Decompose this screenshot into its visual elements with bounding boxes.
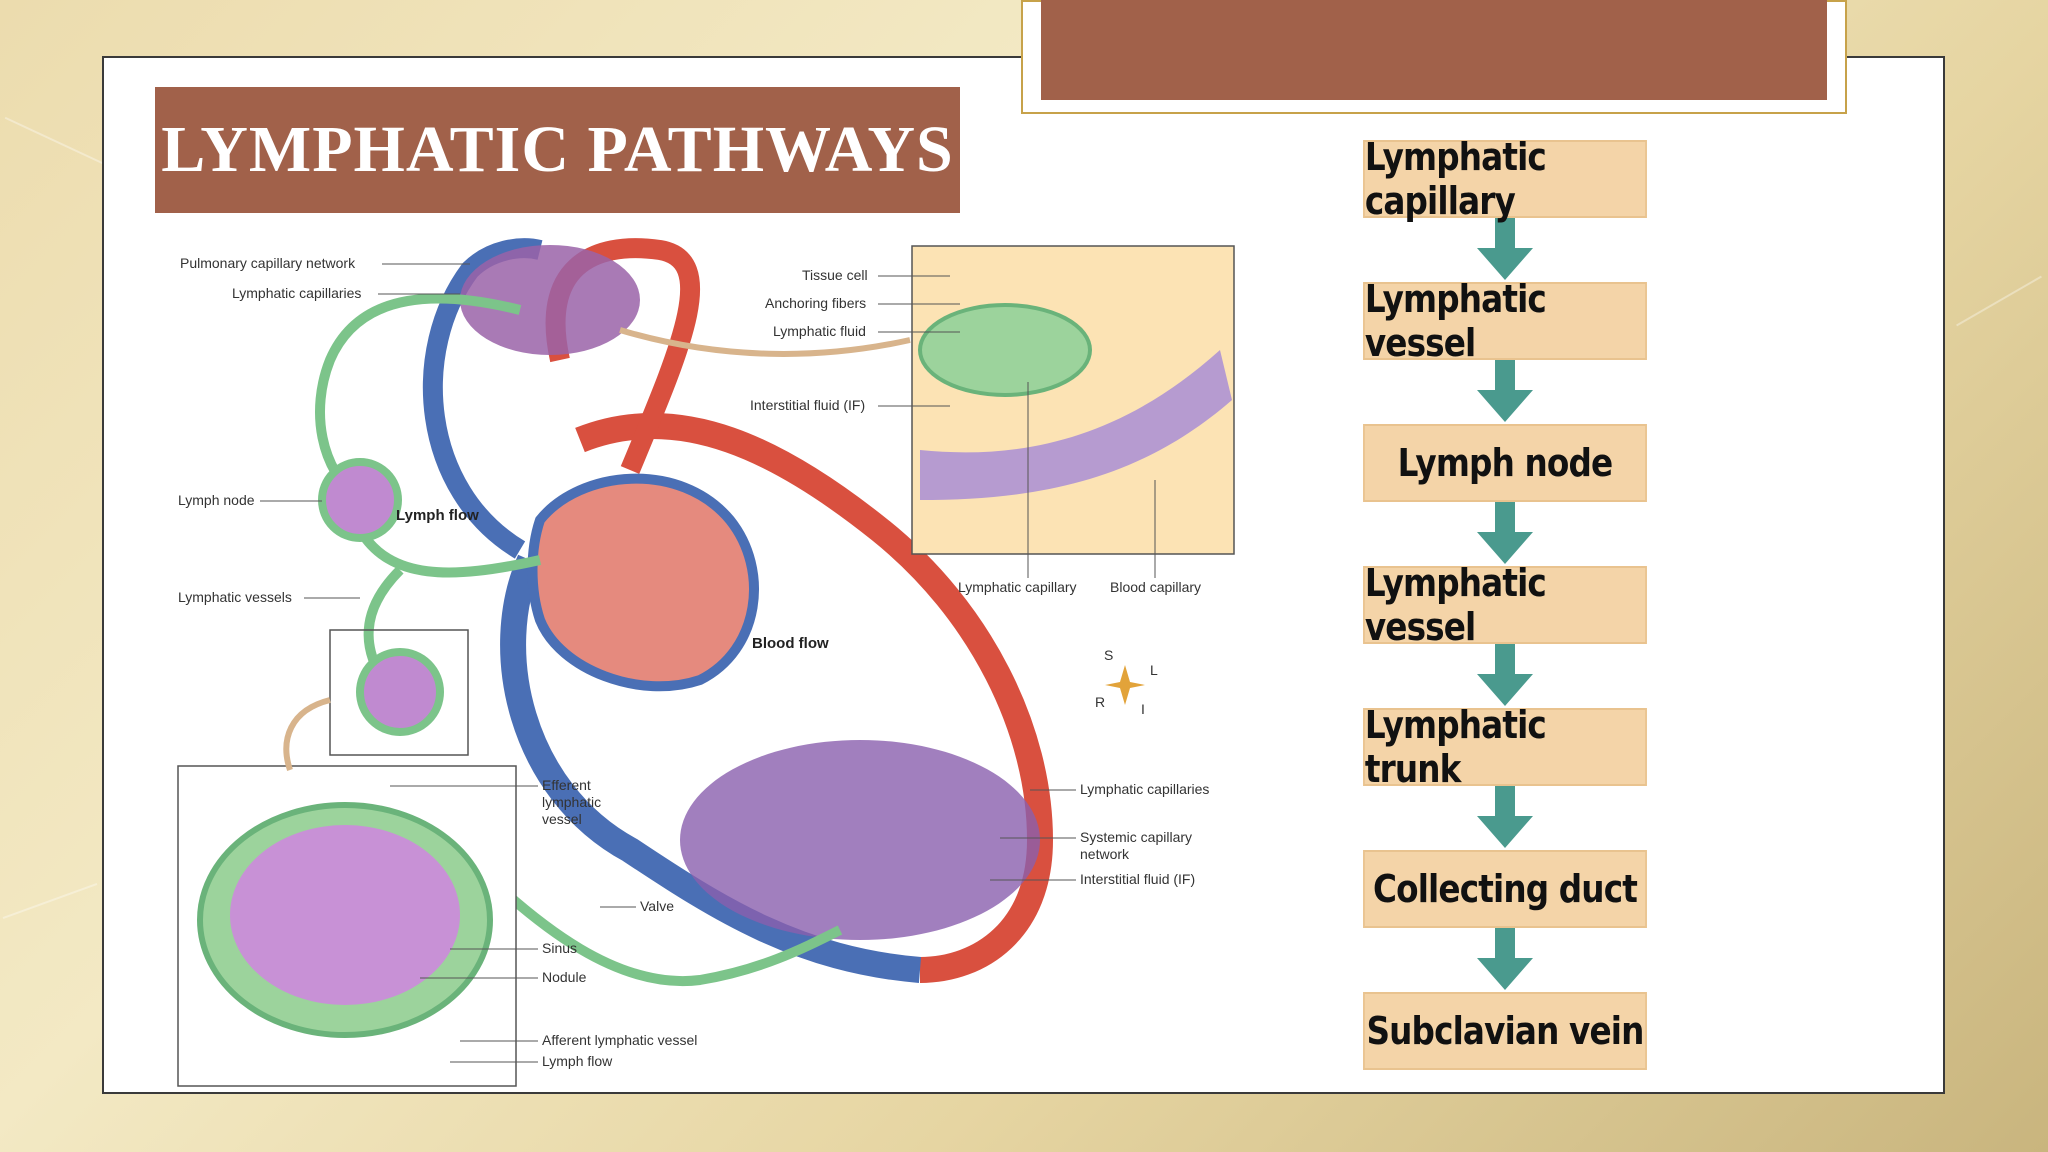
lymphatic-circulation-diagram: Pulmonary capillary network Lymphatic ca…: [160, 230, 1270, 1090]
lymph-pathway-flowchart: Lymphatic capillary Lymphatic vessel Lym…: [1340, 135, 1680, 1070]
label-afferent-lymphatic-vessel: Afferent lymphatic vessel: [542, 1032, 697, 1048]
label-nodule: Nodule: [542, 969, 587, 985]
flow-step-6: Collecting duct: [1363, 850, 1647, 928]
lymph-node-inset-frame: [329, 629, 469, 756]
flow-step-2: Lymphatic vessel: [1363, 277, 1647, 365]
title-banner: LYMPHATIC PATHWAYS: [155, 87, 960, 213]
down-arrow-icon: [1340, 218, 1670, 282]
label-lymphatic-capillary: Lymphatic capillary: [958, 579, 1077, 595]
inset-connector-bottom: [283, 697, 331, 771]
label-lymphatic-capillaries-top: Lymphatic capillaries: [232, 285, 361, 301]
flow-step-7: Subclavian vein: [1363, 992, 1647, 1070]
flow-step-4: Lymphatic vessel: [1363, 561, 1647, 649]
lymph-node-small: [356, 648, 444, 736]
down-arrow-icon: [1340, 928, 1670, 992]
label-anchoring-fibers: Anchoring fibers: [765, 295, 866, 311]
down-arrow-icon: [1340, 644, 1670, 708]
diagram-svg: Pulmonary capillary network Lymphatic ca…: [177, 238, 1235, 1087]
compass-l: L: [1150, 662, 1158, 678]
lymph-node-top: [318, 458, 402, 542]
label-blood-flow: Blood flow: [752, 635, 829, 652]
lymphatic-vessel-top: [315, 293, 522, 504]
label-efferent-1: Efferent: [542, 777, 591, 793]
label-valve: Valve: [640, 898, 674, 914]
label-lymphatic-fluid: Lymphatic fluid: [773, 323, 866, 339]
pulmonary-vein: [422, 238, 543, 559]
label-systemic-capillary-2: network: [1080, 846, 1130, 862]
compass-s: S: [1104, 647, 1113, 663]
label-pulmonary-capillary-network: Pulmonary capillary network: [180, 255, 356, 271]
pulmonary-capillary-network: [460, 245, 640, 355]
down-arrow-icon: [1340, 502, 1670, 566]
label-lymph-flow: Lymph flow: [396, 507, 479, 524]
label-tissue-cell: Tissue cell: [802, 267, 868, 283]
compass-r: R: [1095, 694, 1105, 710]
tissue-inset-blood-capillary: [920, 350, 1232, 500]
lymphatic-vessel-mid: [355, 527, 542, 578]
label-lymphatic-vessels: Lymphatic vessels: [178, 589, 292, 605]
label-interstitial-fluid-bottom: Interstitial fluid (IF): [1080, 871, 1195, 887]
inset-connector: [619, 327, 911, 357]
flow-step-5: Lymphatic trunk: [1363, 703, 1647, 791]
systemic-artery: [575, 413, 1054, 983]
label-sinus: Sinus: [542, 940, 577, 956]
compass-rose: [1105, 665, 1145, 705]
compass-i: I: [1141, 701, 1145, 717]
tissue-inset-lymphatic-capillary: [918, 303, 1092, 397]
label-lymphatic-capillaries-right: Lymphatic capillaries: [1080, 781, 1209, 797]
label-systemic-capillary-1: Systemic capillary: [1080, 829, 1192, 845]
lymphatic-vessel-low: [456, 846, 843, 987]
slide-title: LYMPHATIC PATHWAYS: [161, 113, 954, 186]
lymph-node-detail-core: [230, 825, 460, 1005]
label-lymph-flow-bottom: Lymph flow: [542, 1053, 613, 1069]
background-line: [1956, 275, 2042, 327]
label-efferent-2: lymphatic: [542, 794, 601, 810]
label-interstitial-fluid-top: Interstitial fluid (IF): [750, 397, 865, 413]
background-line: [2, 882, 98, 920]
flow-step-3: Lymph node: [1363, 424, 1647, 502]
label-blood-capillary: Blood capillary: [1110, 579, 1201, 595]
flow-step-1: Lymphatic capillary: [1363, 135, 1647, 223]
heart: [527, 473, 759, 692]
background-line: [4, 116, 106, 166]
systemic-capillary-network: [680, 740, 1040, 940]
top-decor-bar: [1041, 0, 1827, 100]
label-efferent-3: vessel: [542, 811, 582, 827]
label-lymph-node: Lymph node: [178, 492, 255, 508]
down-arrow-icon: [1340, 786, 1670, 850]
down-arrow-icon: [1340, 360, 1670, 424]
